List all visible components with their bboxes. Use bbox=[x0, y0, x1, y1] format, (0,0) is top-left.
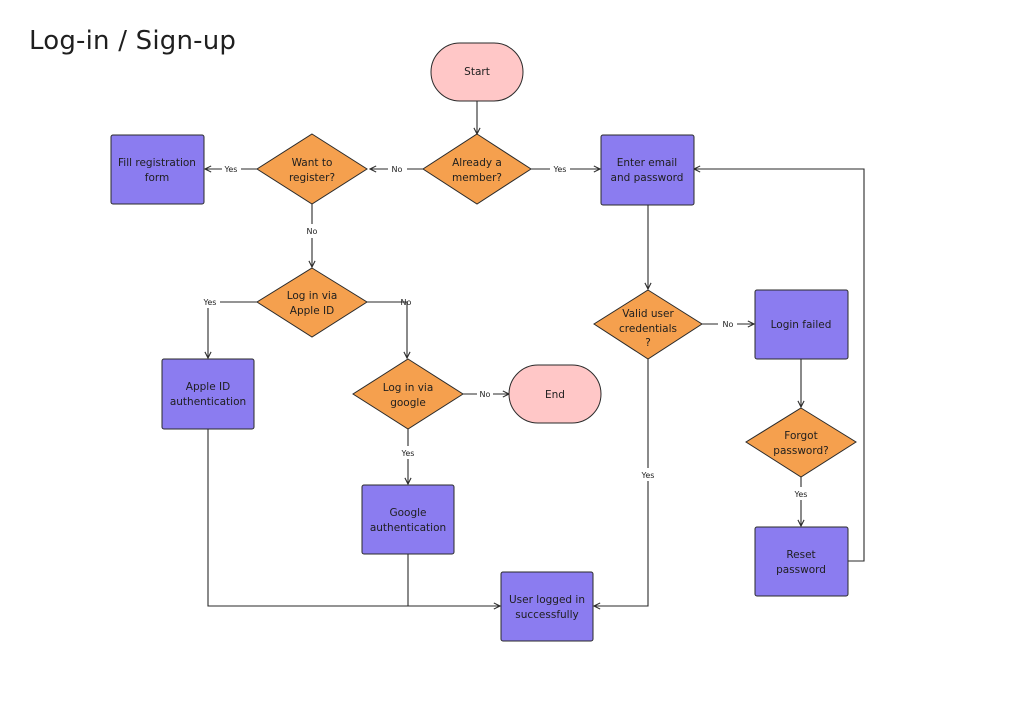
process-apple-auth-line2: authentication bbox=[170, 396, 246, 408]
process-reset-password: Reset password bbox=[754, 526, 849, 597]
decision-forgot-password-line1: Forgot bbox=[784, 430, 817, 442]
decision-want-register-line2: register? bbox=[289, 172, 335, 184]
process-fill-registration-line2: form bbox=[145, 172, 169, 184]
process-google-auth: Google authentication bbox=[361, 484, 455, 555]
end-label: End bbox=[545, 389, 565, 401]
decision-valid-credentials: Valid user credentials ? bbox=[593, 289, 703, 360]
edge-label-register-no: No bbox=[307, 227, 318, 236]
decision-already-member-line1: Already a bbox=[452, 157, 502, 169]
edge-apple-yes bbox=[208, 301, 257, 358]
decision-valid-credentials-line3: ? bbox=[645, 337, 651, 349]
decision-forgot-password: Forgot password? bbox=[745, 407, 857, 478]
start-label: Start bbox=[464, 66, 490, 78]
end-node: End bbox=[508, 364, 602, 424]
process-reset-password-line2: password bbox=[776, 564, 826, 576]
process-user-logged-in-line1: User logged in bbox=[509, 594, 585, 606]
decision-valid-credentials-line2: credentials bbox=[619, 323, 677, 335]
process-fill-registration: Fill registration form bbox=[110, 134, 205, 205]
process-login-failed: Login failed bbox=[754, 289, 849, 360]
decision-already-member: Already a member? bbox=[422, 133, 532, 205]
decision-login-google-line2: google bbox=[390, 397, 426, 409]
edge-label-member-no: No bbox=[392, 165, 403, 174]
process-user-logged-in-line2: successfully bbox=[515, 609, 578, 621]
process-enter-email: Enter email and password bbox=[600, 134, 695, 206]
edge-label-forgot-yes: Yes bbox=[794, 490, 808, 499]
decision-want-register: Want to register? bbox=[256, 133, 368, 205]
edge-label-register-yes: Yes bbox=[224, 165, 238, 174]
decision-login-apple-line2: Apple ID bbox=[290, 305, 334, 317]
decision-login-google-line1: Log in via bbox=[383, 382, 434, 394]
process-fill-registration-line1: Fill registration bbox=[118, 157, 196, 169]
process-enter-email-line1: Enter email bbox=[617, 157, 677, 169]
decision-already-member-line2: member? bbox=[452, 172, 502, 184]
edge-label-apple-yes: Yes bbox=[203, 298, 217, 307]
page-title: Log-in / Sign-up bbox=[29, 26, 237, 56]
decision-forgot-password-line2: password? bbox=[773, 445, 828, 457]
edge-label-apple-no: No bbox=[401, 298, 412, 307]
decision-want-register-line1: Want to bbox=[292, 157, 333, 169]
decision-login-google: Log in via google bbox=[352, 358, 464, 430]
process-google-auth-line1: Google bbox=[389, 507, 426, 519]
edge-label-google-yes: Yes bbox=[401, 449, 415, 458]
process-login-failed-label: Login failed bbox=[771, 319, 832, 331]
process-apple-auth-line1: Apple ID bbox=[186, 381, 230, 393]
edge-reset-loop bbox=[694, 169, 865, 562]
process-google-auth-line2: authentication bbox=[370, 522, 446, 534]
edge-apple-to-login bbox=[207, 429, 500, 606]
edge-apple-no bbox=[367, 301, 407, 358]
edge-label-valid-no: No bbox=[723, 320, 734, 329]
edge-label-valid-yes: Yes bbox=[641, 471, 655, 480]
edge-valid-yes bbox=[594, 359, 649, 606]
decision-valid-credentials-line1: Valid user bbox=[622, 308, 674, 320]
edge-label-google-no: No bbox=[480, 390, 491, 399]
process-apple-auth: Apple ID authentication bbox=[161, 358, 255, 430]
decision-login-apple-line1: Log in via bbox=[287, 290, 338, 302]
decision-login-apple: Log in via Apple ID bbox=[256, 267, 368, 338]
process-enter-email-line2: and password bbox=[611, 172, 684, 184]
start-node: Start bbox=[430, 42, 524, 102]
process-user-logged-in: User logged in successfully bbox=[500, 571, 594, 642]
edge-label-member-yes: Yes bbox=[553, 165, 567, 174]
process-reset-password-line1: Reset bbox=[786, 549, 815, 561]
